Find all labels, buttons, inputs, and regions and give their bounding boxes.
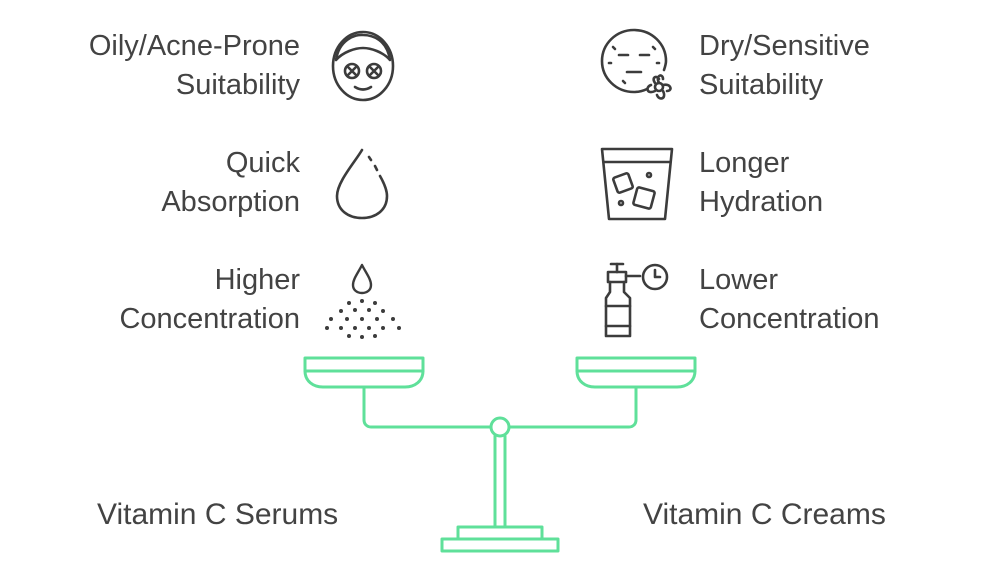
right-label-line2: Concentration [699,303,880,335]
right-label-lower-concentration: Lower Concentration [699,261,880,339]
scale-pillar [493,434,507,529]
right-label-line1: Longer [699,147,790,179]
left-label-oily-acne-prone: Oily/Acne-Prone Suitability [89,27,300,105]
left-label-higher-concentration: Higher Concentration [119,261,300,339]
left-label-line2: Absorption [161,186,300,218]
left-label-line1: Quick [225,147,300,179]
serum-drop-spray-icon [321,261,405,341]
droplet-icon [333,146,395,222]
left-scale-pan [303,356,425,389]
left-label-line1: Higher [214,264,300,296]
spray-bottle-timer-icon [598,262,674,340]
glass-with-ice-icon [599,145,675,223]
left-label-line2: Concentration [119,303,300,335]
right-label-dry-sensitive: Dry/Sensitive Suitability [699,27,870,105]
face-mask-icon [325,28,401,104]
scale-pivot [489,416,511,438]
sensitive-face-flower-icon [597,25,679,105]
right-pan-hanger [508,385,638,429]
right-scale-pan [575,356,697,389]
right-label-longer-hydration: Longer Hydration [699,144,823,222]
right-label-line1: Dry/Sensitive [699,30,870,62]
scale-base-top [456,525,544,541]
caption-vitamin-c-serums: Vitamin C Serums [97,498,339,531]
scale-base-bottom [440,537,560,553]
right-label-line2: Hydration [699,186,824,218]
left-label-line2: Suitability [175,69,300,101]
caption-vitamin-c-creams: Vitamin C Creams [643,498,886,531]
left-label-quick-absorption: Quick Absorption [161,144,300,222]
right-label-line2: Suitability [699,69,824,101]
right-label-line1: Lower [699,264,778,296]
left-label-line1: Oily/Acne-Prone [88,30,300,62]
left-pan-hanger [362,385,492,429]
